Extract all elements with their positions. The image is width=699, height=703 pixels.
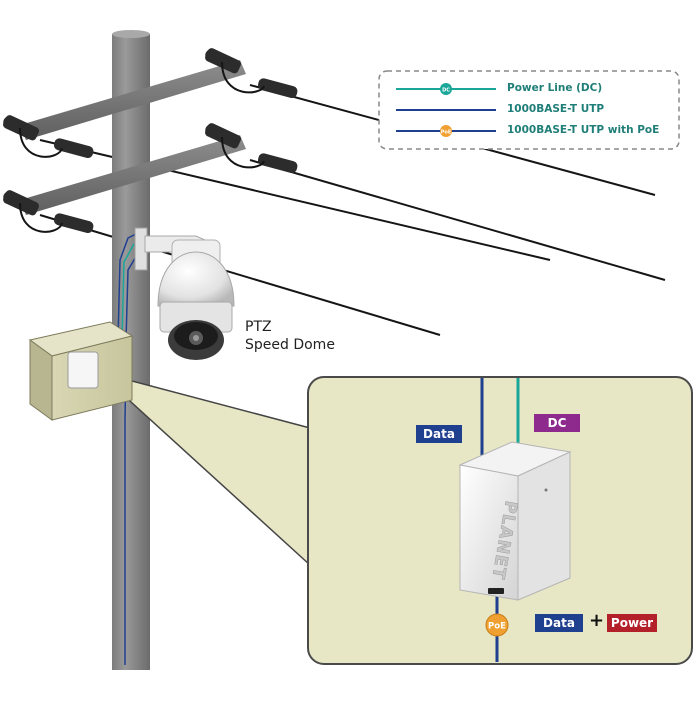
camera-label-line2: Speed Dome [245,337,335,353]
poe-injector: PLANET [458,441,572,601]
legend-box [378,70,680,150]
ptz-camera [157,239,235,360]
dc-tag: DC [534,414,580,432]
insulators [3,48,298,234]
camera-label: PTZ Speed Dome [245,318,335,354]
data-tag: Data [416,425,462,443]
legend-label-dc: Power Line (DC) [507,82,603,94]
legend-poe-badge-label: PoE [441,130,452,136]
poe-badge [485,613,509,637]
cross-arms [20,60,246,215]
plus-sign: + [589,610,605,631]
legend-item-poe: PoE [396,125,496,137]
data-label: Data [535,614,583,632]
wire-loops [19,61,265,233]
legend-poe-badge [440,125,452,137]
poe-badge-label: PoE [488,622,506,632]
legend-dc-badge-label: DC [442,88,450,94]
camera-label-line1: PTZ [245,319,272,335]
legend-label-utp: 1000BASE-T UTP [507,103,605,115]
power-label: Power [607,614,657,632]
legend-dc-badge [440,83,452,95]
legend-item-dc: DC [396,83,496,95]
legend-label-poe: 1000BASE-T UTP with PoE [507,124,660,136]
pole-enclosure [28,321,134,421]
